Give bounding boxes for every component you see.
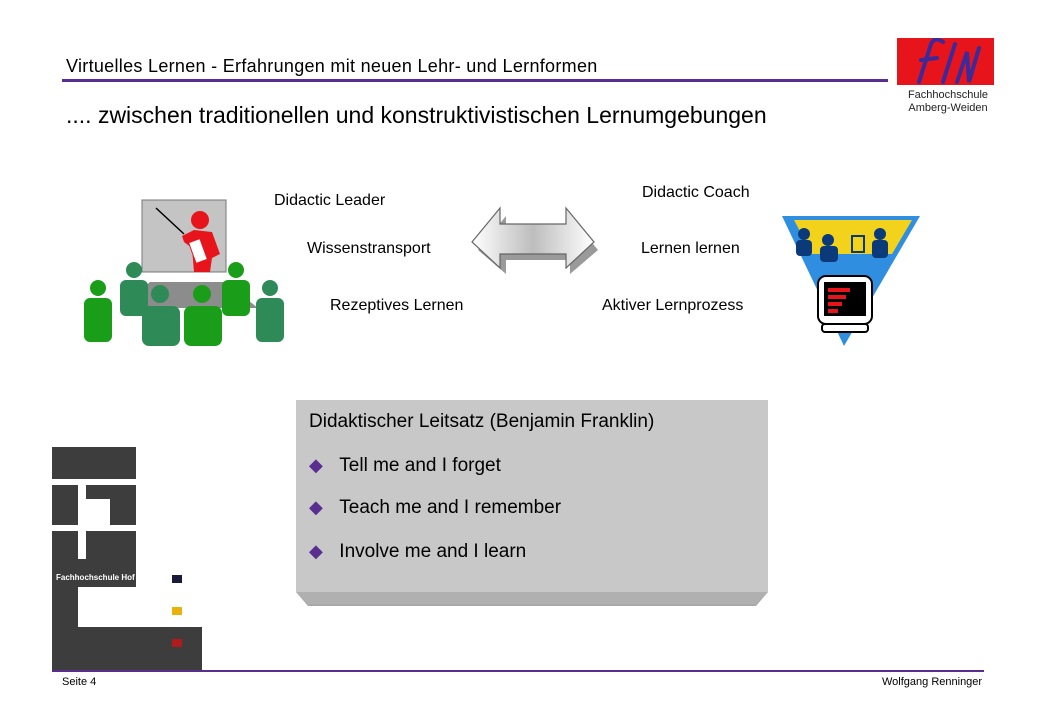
logo-caption-line1: Fachhochschule <box>907 89 989 101</box>
fh-amberg-weiden-logo <box>897 37 994 85</box>
page-number: Seite 4 <box>62 676 97 688</box>
quote-item: ◆ Tell me and I forget <box>309 455 501 477</box>
header-divider <box>62 79 888 82</box>
quote-box <box>296 400 768 606</box>
diamond-bullet-icon: ◆ <box>309 497 323 517</box>
slide-subtitle: .... zwischen traditionellen und konstru… <box>66 102 767 128</box>
slide-header-title: Virtuelles Lernen - Erfahrungen mit neue… <box>66 56 598 76</box>
logo-caption: Fachhochschule Amberg-Weiden <box>892 89 1004 115</box>
author-name: Wolfgang Renninger <box>882 676 983 688</box>
diamond-bullet-icon: ◆ <box>309 455 323 475</box>
label-wissenstransport: Wissenstransport <box>307 240 431 257</box>
footer-divider <box>52 670 984 672</box>
quote-title: Didaktischer Leitsatz (Benjamin Franklin… <box>309 411 655 432</box>
label-aktiver-lernprozess: Aktiver Lernprozess <box>602 297 744 314</box>
label-rezeptives-lernen: Rezeptives Lernen <box>330 297 464 314</box>
diamond-bullet-icon: ◆ <box>309 541 323 561</box>
quote-item-text: Involve me and I learn <box>339 541 527 562</box>
quote-item-text: Teach me and I remember <box>339 497 562 518</box>
quote-item: ◆ Involve me and I learn <box>309 541 526 563</box>
double-arrow-icon <box>470 206 610 276</box>
label-lernen-lernen: Lernen lernen <box>641 240 740 257</box>
fh-hof-logo <box>52 447 202 671</box>
quote-item: ◆ Teach me and I remember <box>309 497 561 519</box>
fh-hof-caption: Fachhochschule Hof <box>56 573 135 582</box>
label-didactic-leader: Didactic Leader <box>274 192 386 209</box>
quote-item-text: Tell me and I forget <box>339 455 501 476</box>
teacher-classroom-illustration <box>80 196 290 346</box>
label-didactic-coach: Didactic Coach <box>642 184 750 201</box>
computer-learning-illustration <box>782 214 922 348</box>
logo-caption-line2: Amberg-Weiden <box>908 102 988 114</box>
